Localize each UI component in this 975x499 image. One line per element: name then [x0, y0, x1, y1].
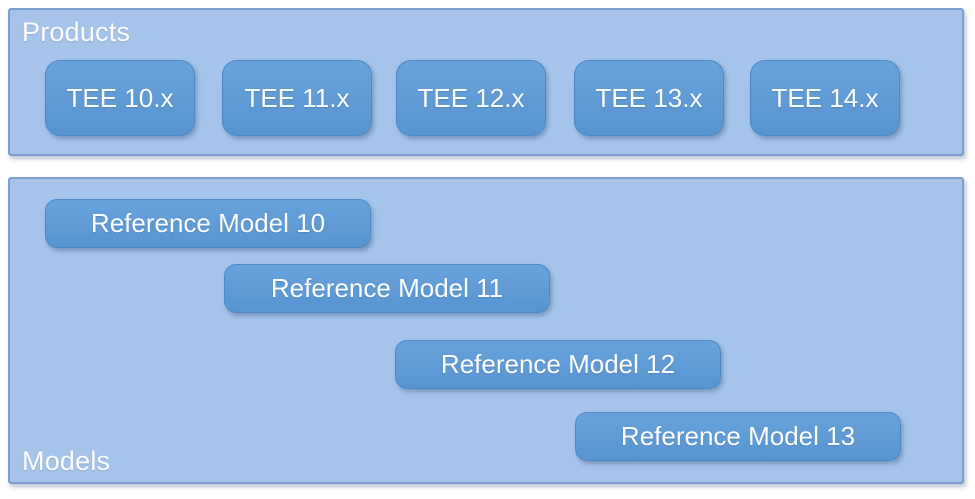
- model-box-reference-model-11: Reference Model 11: [224, 264, 550, 313]
- products-panel: TEE 10.x TEE 11.x TEE 12.x TEE 13.x TEE …: [8, 8, 964, 156]
- product-box-tee-12x: TEE 12.x: [396, 60, 546, 136]
- product-box-tee-11x: TEE 11.x: [222, 60, 372, 136]
- model-box-reference-model-12: Reference Model 12: [395, 340, 721, 389]
- model-box-reference-model-13: Reference Model 13: [575, 412, 901, 461]
- product-box-tee-13x: TEE 13.x: [574, 60, 724, 136]
- products-panel-label: Products: [22, 17, 131, 47]
- product-box-tee-10x: TEE 10.x: [45, 60, 195, 136]
- models-panel: Reference Model 10 Reference Model 11 Re…: [8, 177, 964, 484]
- model-box-reference-model-10: Reference Model 10: [45, 199, 371, 248]
- product-box-tee-14x: TEE 14.x: [750, 60, 900, 136]
- models-panel-label: Models: [22, 446, 111, 476]
